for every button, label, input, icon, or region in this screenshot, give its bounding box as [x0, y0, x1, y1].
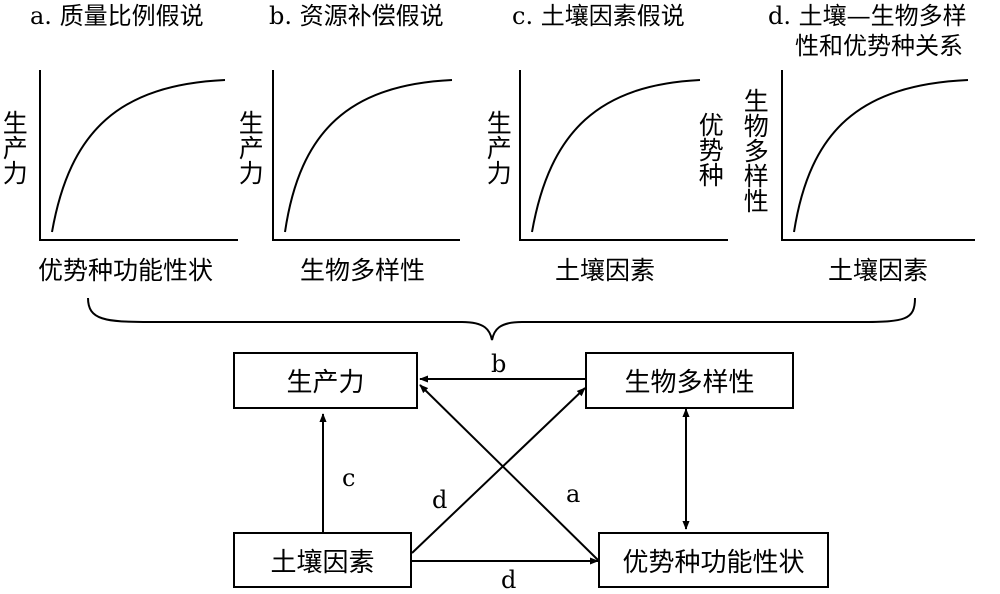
node-traits: 优势种功能性状: [598, 532, 829, 588]
panel-d-y-label: 生物多样性: [740, 88, 770, 213]
node-soil: 土壤因素: [233, 532, 412, 588]
panel-a-axes: [39, 70, 238, 241]
panel-a-curve: [51, 79, 226, 233]
panel-c-plot: [519, 70, 728, 241]
edge-label-d-bottom: d: [501, 566, 517, 594]
arrow-d-diagonal: [411, 387, 586, 554]
node-biodiversity-label: 生物多样性: [624, 368, 755, 398]
panel-b-x-label: 生物多样性: [300, 256, 426, 285]
panel-b-axes: [272, 70, 460, 241]
edge-label-d-diagonal: d: [432, 486, 448, 514]
panel-c-title: c. 土壤因素假说: [512, 2, 685, 30]
panel-c-y-label-right: 优势种: [695, 112, 725, 187]
panel-b-title: b. 资源补偿假说: [269, 2, 444, 30]
arrow-a: [419, 384, 599, 561]
edge-label-a: a: [566, 480, 581, 508]
edge-label-b: b: [491, 350, 507, 378]
panel-b-plot: [272, 70, 460, 241]
panel-c-y-label: 生产力: [483, 110, 513, 185]
curly-brace: [87, 297, 916, 341]
node-productivity-label: 生产力: [286, 368, 365, 398]
panel-d-plot: [781, 70, 975, 241]
panel-b-y-label: 生产力: [235, 110, 265, 185]
panel-a-x-label: 优势种功能性状: [38, 256, 214, 285]
panel-b-curve: [284, 79, 453, 233]
panel-a-y-label: 生产力: [0, 110, 29, 185]
edge-label-c: c: [342, 464, 356, 492]
node-traits-label: 优势种功能性状: [622, 547, 805, 578]
node-biodiversity: 生物多样性: [585, 352, 794, 409]
panel-c-curve: [531, 79, 701, 233]
panel-d-title-line1: d. 土壤—生物多样: [768, 2, 967, 30]
panel-d-curve: [793, 79, 969, 233]
panel-a-title: a. 质量比例假说: [30, 2, 204, 30]
panel-d-x-label: 土壤因素: [828, 256, 929, 285]
node-soil-label: 土壤因素: [270, 547, 375, 578]
panel-c-axes: [519, 70, 728, 241]
node-productivity: 生产力: [233, 352, 418, 409]
panel-c-x-label: 土壤因素: [555, 256, 656, 285]
panel-d-axes: [781, 70, 975, 241]
panel-d-title-line2: 性和优势种关系: [795, 32, 963, 60]
panel-a-plot: [39, 70, 238, 241]
